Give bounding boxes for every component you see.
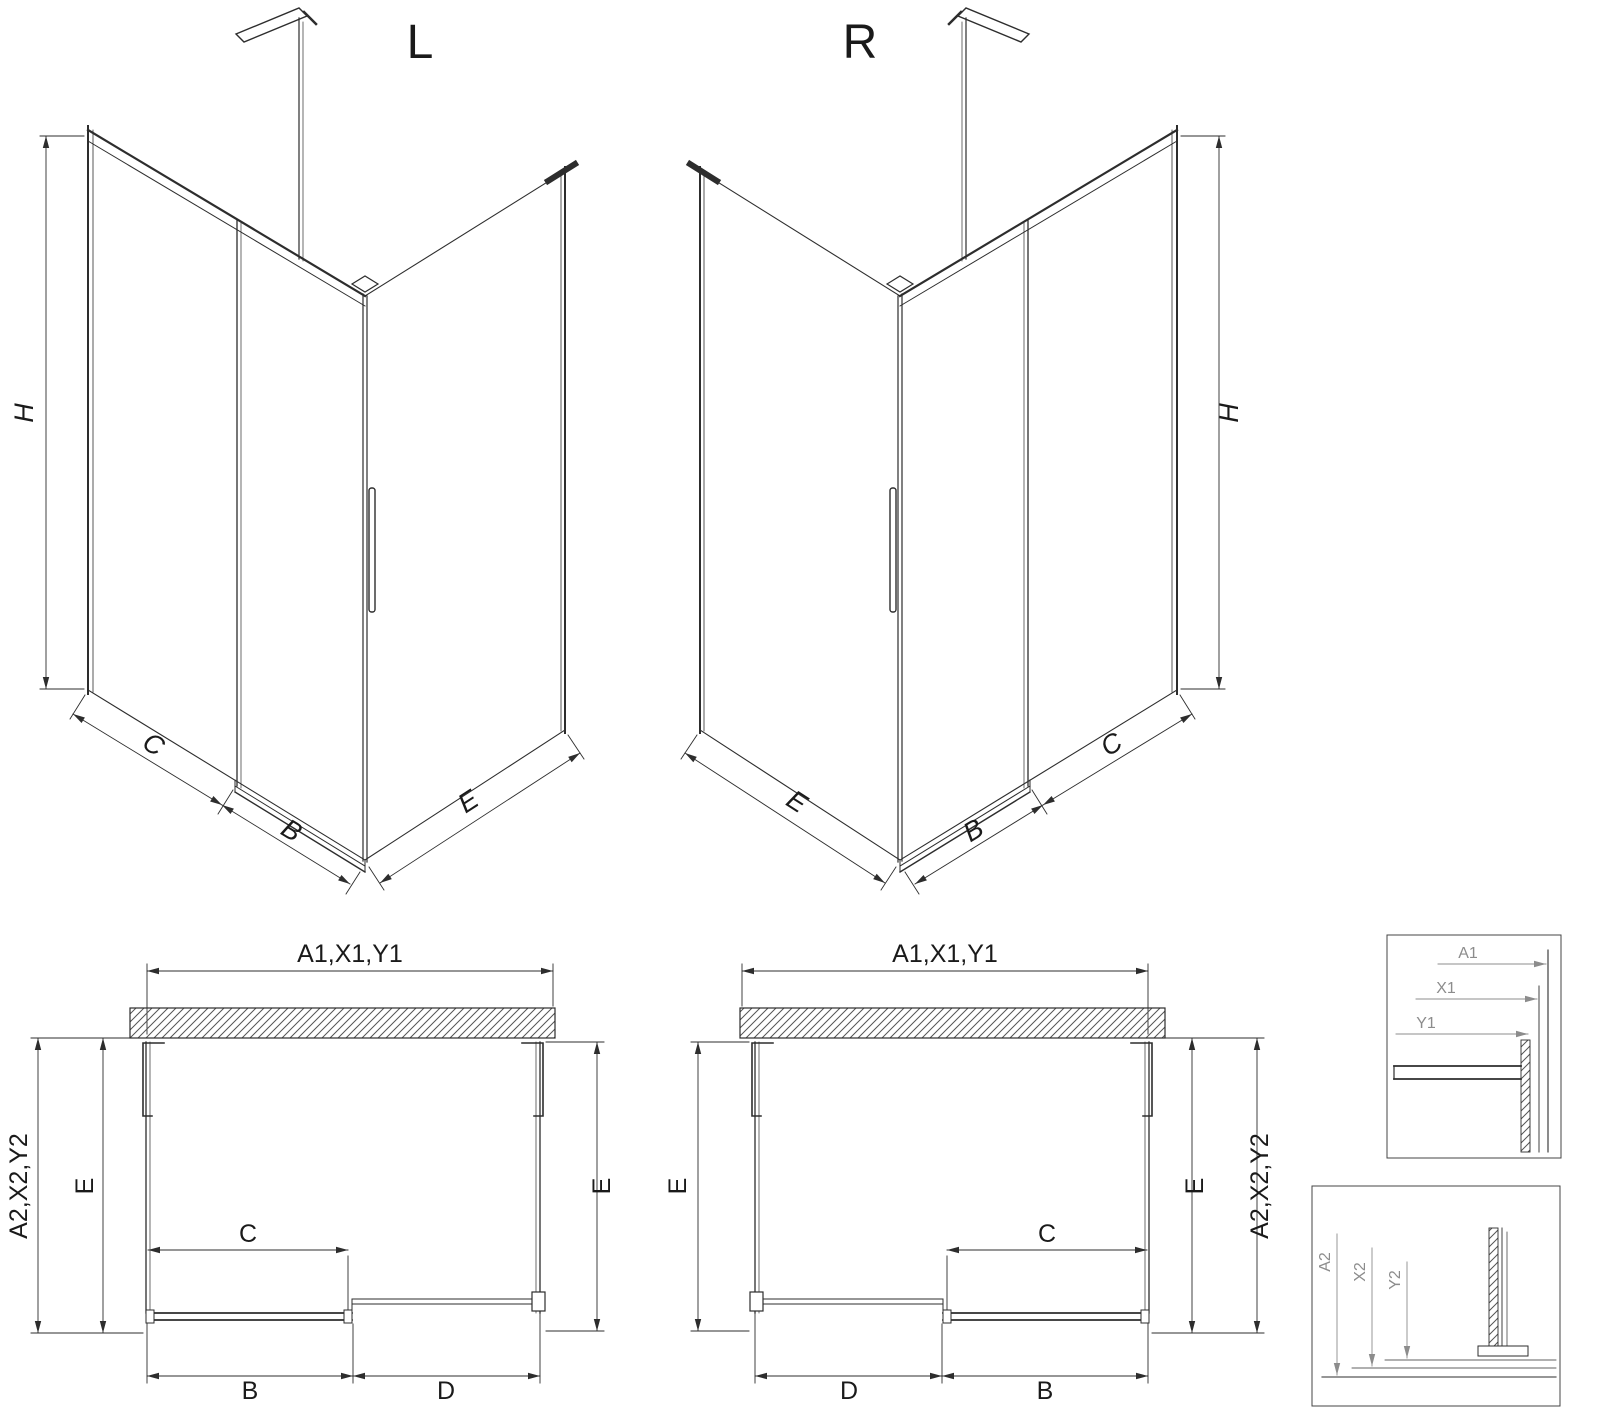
dim-label-c-iso-left: C (138, 726, 171, 762)
door-end-cap (343, 1309, 353, 1324)
dim-label-b-plan-left: B (242, 1377, 259, 1405)
corner-cap (350, 275, 380, 293)
detail-view-top (1386, 934, 1562, 1159)
dim-label-b-iso-right: B (958, 813, 989, 848)
dim-label-e-iso-right: E (781, 784, 813, 820)
detail-label-y2: Y2 (1387, 1270, 1404, 1290)
iso-view-right-geometry (681, 8, 1225, 894)
labels: L R H H C B E C B E A1,X1,Y1 A1,X1,Y1 A2… (5, 16, 1478, 1405)
dim-label-a1x1y1-left: A1,X1,Y1 (297, 940, 403, 968)
dim-label-a1x1y1-right: A1,X1,Y1 (892, 940, 998, 968)
dim-label-b-iso-left: B (276, 813, 307, 848)
dim-label-e-plan-left-near: E (71, 1178, 99, 1195)
door-end-cap (145, 1309, 155, 1324)
dim-label-a2x2y2-left: A2,X2,Y2 (5, 1133, 33, 1239)
dim-label-b-plan-right: B (1037, 1377, 1054, 1405)
detail-label-a1: A1 (1458, 945, 1478, 962)
dim-label-d-plan-right: D (840, 1377, 858, 1405)
rail-bracket (1477, 1345, 1529, 1357)
detail-bottom-frame (1311, 1185, 1561, 1407)
detail-label-x1: X1 (1436, 980, 1456, 997)
dim-label-c-iso-right: C (1095, 726, 1128, 762)
dim-label-h-left: H (9, 403, 39, 423)
detail-label-a2: A2 (1317, 1252, 1334, 1272)
plan-view-left-geometry (30, 963, 605, 1384)
iso-view-left-geometry (39, 7, 585, 895)
view-label-left: L (407, 16, 434, 69)
detail-top-frame (1386, 934, 1562, 1159)
glass-section (1488, 1227, 1499, 1347)
dim-label-c-plan-left: C (239, 1220, 257, 1248)
door-handle (368, 487, 376, 613)
dim-label-e-plan-right-near: E (664, 1178, 692, 1195)
dim-label-c-plan-right: C (1038, 1220, 1056, 1248)
dim-label-e-plan-right-far: E (1181, 1178, 1209, 1195)
dim-label-e-iso-left: E (452, 783, 484, 819)
detail-view-bottom (1311, 1185, 1561, 1407)
dim-label-d-plan-left: D (437, 1377, 455, 1405)
wall-section-left-plan (129, 1007, 556, 1039)
corner-bracket (531, 1291, 546, 1312)
ceiling-bracket (234, 7, 309, 43)
dim-label-e-plan-left-far: E (588, 1178, 616, 1195)
dim-label-h-right: H (1214, 403, 1244, 423)
dim-label-a2x2y2-right: A2,X2,Y2 (1246, 1133, 1274, 1239)
view-label-right: R (843, 16, 878, 69)
wall-section-right-plan (739, 1007, 1166, 1039)
glass-section (1520, 1039, 1531, 1153)
detail-label-y1: Y1 (1416, 1015, 1436, 1032)
detail-label-x2: X2 (1352, 1262, 1369, 1282)
